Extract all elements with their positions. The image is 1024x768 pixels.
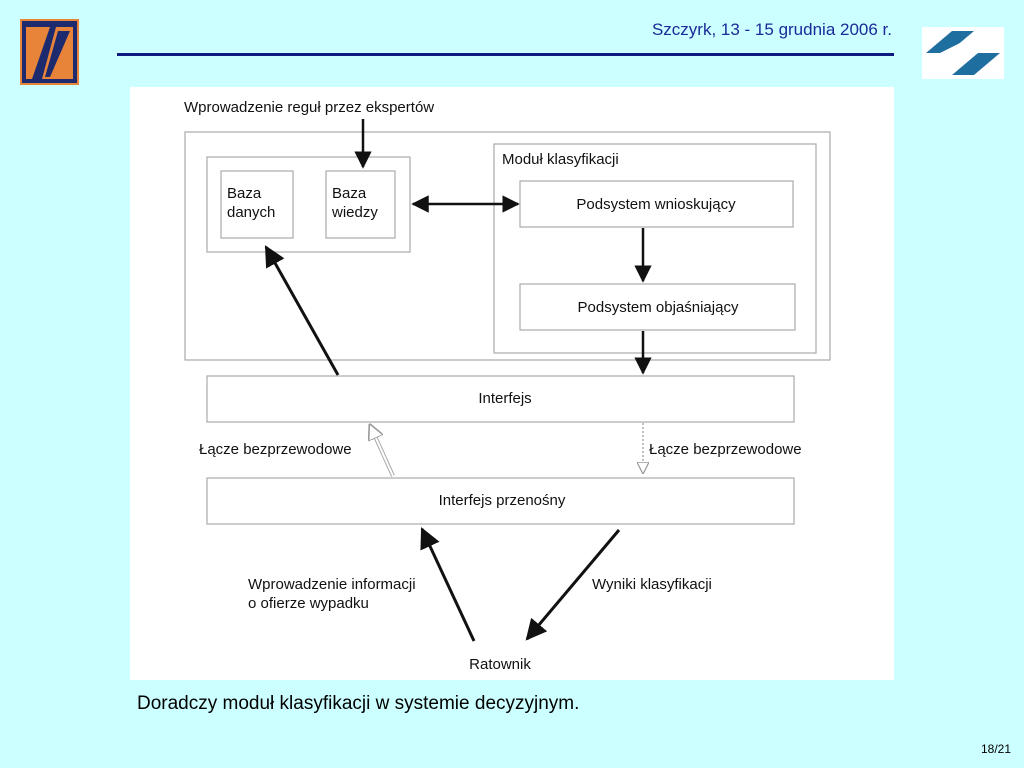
rescuer-label: Ratownik: [469, 656, 531, 673]
interface-box: [206, 375, 795, 423]
inference-subsystem-box: [519, 180, 794, 228]
blue-s-logo-icon: [922, 27, 1004, 79]
classification-results-label: Wyniki klasyfikacji: [592, 576, 712, 593]
classification-module-box: [493, 143, 817, 354]
portable-interface-label: Interfejs przenośny: [439, 492, 566, 509]
knowledge-base-label-line2: wiedzy: [331, 204, 378, 221]
system-box: [184, 131, 831, 361]
wireless-link-right-label: Łącze bezprzewodowe: [649, 441, 802, 458]
slide-caption: Doradczy moduł klasyfikacji w systemie d…: [137, 693, 580, 714]
expert-input-label: Wprowadzenie reguł przez ekspertów: [184, 99, 434, 116]
portable-interface-box: [206, 477, 795, 525]
input-info-label-line2: o ofierze wypadku: [248, 595, 369, 612]
interface-database-arrow: [264, 245, 340, 376]
classification-results-arrow: [525, 529, 621, 641]
database-box: [220, 170, 294, 239]
wireless-link-left-label: Łącze bezprzewodowe: [199, 441, 352, 458]
interface-label: Interfejs: [478, 390, 531, 407]
inference-subsystem-label: Podsystem wnioskujący: [576, 196, 736, 213]
input-info-label-line1: Wprowadzenie informacji: [248, 576, 416, 593]
decision-system-diagram: Baza danych Baza wiedzy Moduł klasyfikac…: [130, 87, 894, 680]
knowledge-base-label-line1: Baza: [332, 185, 367, 202]
bases-group-box: [206, 156, 411, 253]
knowledge-base-box: [325, 170, 396, 239]
classification-module-label: Moduł klasyfikacji: [502, 151, 619, 168]
explanation-subsystem-box: [519, 283, 796, 331]
page-number: 18/21: [980, 742, 1011, 756]
header-title: Szczyrk, 13 - 15 grudnia 2006 r.: [651, 20, 892, 39]
input-info-arrow: [420, 527, 476, 642]
database-label-line1: Baza: [227, 185, 262, 202]
database-label-line2: danych: [227, 204, 275, 221]
orange-z-logo-icon: [20, 19, 79, 85]
header-rule: [117, 53, 894, 56]
explanation-subsystem-label: Podsystem objaśniający: [578, 299, 739, 316]
